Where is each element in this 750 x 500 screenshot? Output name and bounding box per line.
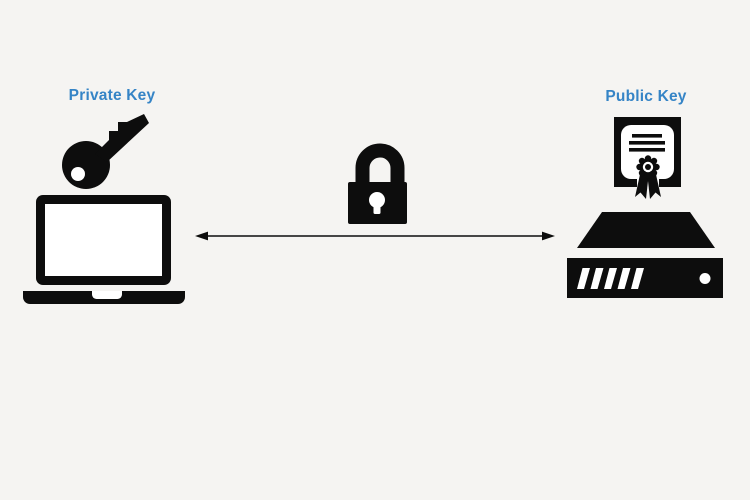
public-key-label: Public Key <box>605 88 687 105</box>
key-icon <box>62 114 149 189</box>
double-headed-arrow-icon <box>195 231 555 241</box>
laptop-icon <box>23 195 185 304</box>
certificate-icon <box>614 117 681 199</box>
padlock-icon <box>348 143 407 224</box>
private-key-label: Private Key <box>68 87 156 104</box>
server-icon <box>567 212 723 298</box>
